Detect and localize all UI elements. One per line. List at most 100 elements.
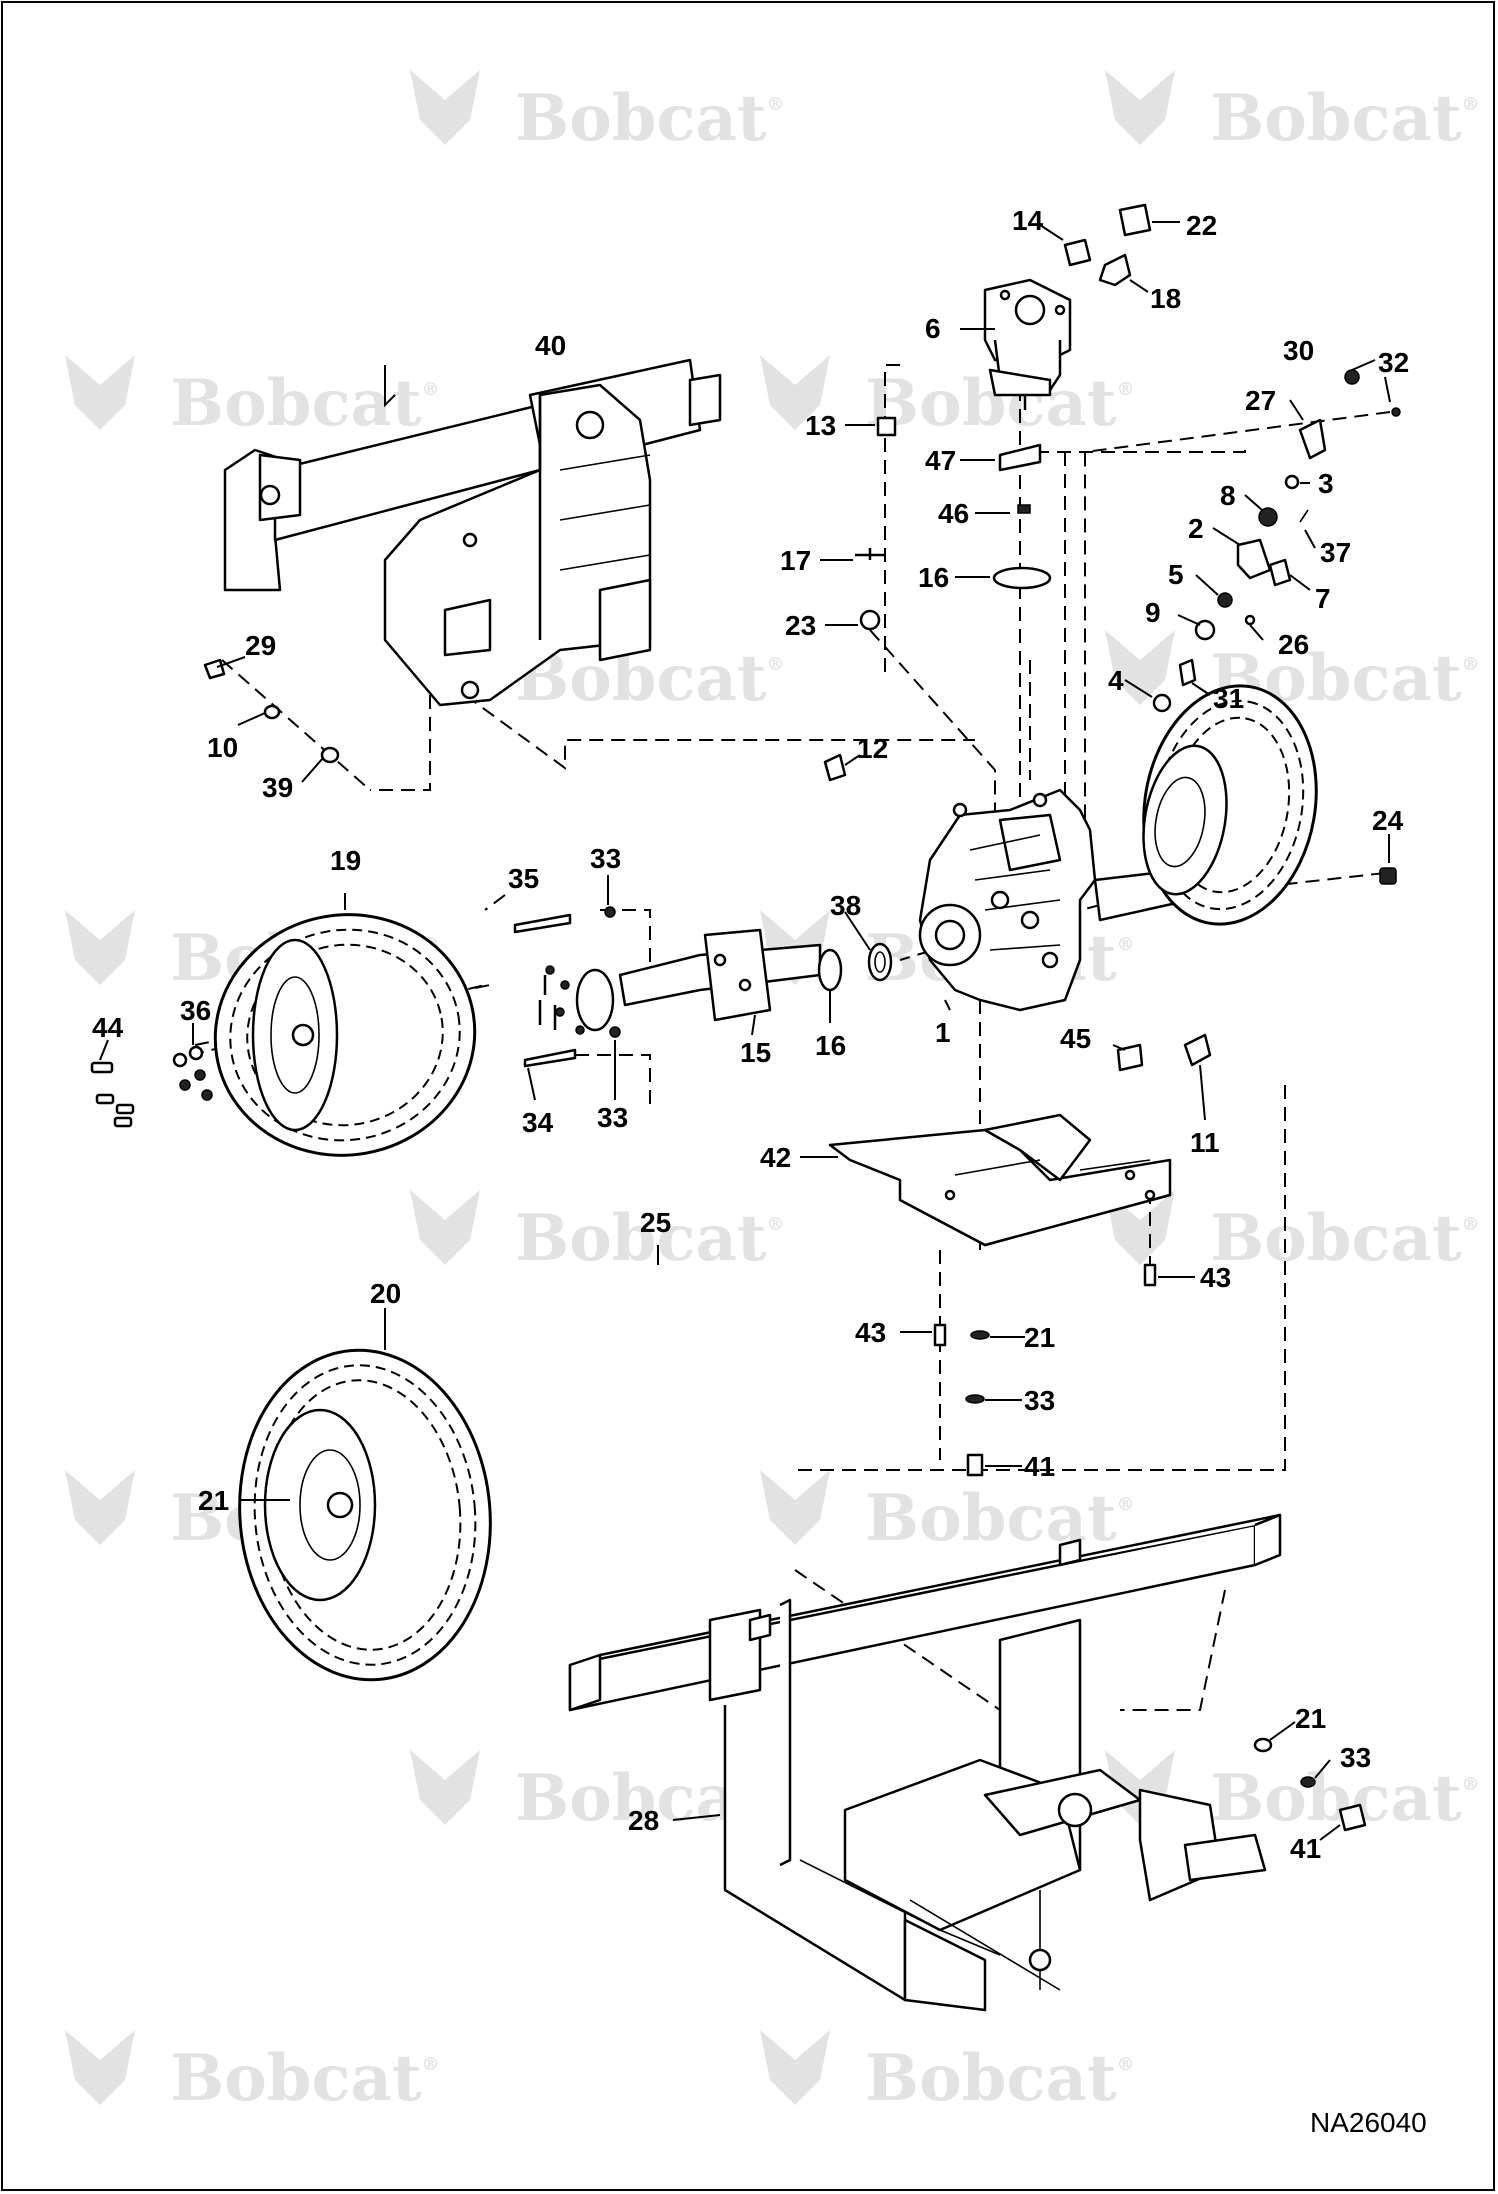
o-ring-16-icon — [817, 948, 843, 992]
registered-mark: ® — [767, 1214, 785, 1235]
washer-21-icon — [1253, 1737, 1273, 1753]
callout-12: 12 — [857, 733, 888, 764]
callout-18: 18 — [1150, 283, 1181, 314]
bobcat-logo-icon — [65, 910, 135, 985]
frame-hardware — [1253, 1737, 1367, 1832]
axle-bolts — [513, 906, 621, 1068]
registered-mark: ® — [1462, 1214, 1480, 1235]
bobcat-logo-icon — [410, 70, 480, 145]
lug-nut-36-icon — [188, 1045, 204, 1061]
ring-4-icon — [1152, 693, 1172, 713]
callout-17: 17 — [780, 545, 811, 576]
fitting-13-icon — [876, 416, 897, 437]
callout-3: 3 — [1318, 468, 1334, 499]
watermark-layer: Bobcat® Bobcat® Bobcat® Bobcat® Bobcat® … — [65, 70, 1480, 2116]
nut-33-icon — [609, 1026, 621, 1038]
pin-37-icon — [1299, 509, 1309, 523]
elbow-fitting-18-icon — [1098, 253, 1132, 287]
callout-19: 19 — [330, 845, 361, 876]
bobcat-logo-icon — [760, 1470, 830, 1545]
callout-29: 29 — [245, 630, 276, 661]
bracket-27-icon — [1298, 418, 1327, 460]
registered-mark: ® — [422, 379, 440, 400]
bolt-31-icon — [1178, 658, 1197, 687]
cap-24-icon — [1379, 867, 1397, 885]
callout-23: 23 — [785, 610, 816, 641]
bolt-35-icon — [513, 913, 572, 934]
watermark-text: Bobcat® — [1210, 1201, 1480, 1276]
pin-46-icon — [1017, 504, 1031, 514]
callout-10: 10 — [207, 732, 238, 763]
callout-39: 39 — [262, 772, 293, 803]
tee-fitting-17-icon — [855, 548, 885, 560]
nut-33-icon — [604, 906, 616, 918]
front-tire — [238, 1348, 492, 1682]
callout-33: 33 — [597, 1102, 628, 1133]
watermark-text: Bobcat® — [515, 1201, 785, 1276]
bobcat-logo-icon — [410, 1190, 480, 1265]
upper-frame-assembly — [223, 358, 722, 707]
callout-47: 47 — [925, 445, 956, 476]
callout-38: 38 — [830, 890, 861, 921]
callout-43: 43 — [1200, 1262, 1231, 1293]
pin-26-icon — [1244, 614, 1256, 626]
callout-15: 15 — [740, 1037, 771, 1068]
callout-22: 22 — [1186, 210, 1217, 241]
registered-mark: ® — [1462, 1774, 1480, 1795]
callout-9: 9 — [1145, 597, 1161, 628]
callout-21: 21 — [1024, 1322, 1055, 1353]
callout-26: 26 — [1278, 629, 1309, 660]
o-ring-16-icon — [992, 566, 1052, 590]
bolt-43-icon — [933, 1323, 947, 1347]
registered-mark: ® — [1117, 379, 1135, 400]
callout-36: 36 — [180, 995, 211, 1026]
callout-43: 43 — [855, 1317, 886, 1348]
callout-4: 4 — [1108, 665, 1124, 696]
callout-42: 42 — [760, 1142, 791, 1173]
washer-21-icon — [970, 1330, 990, 1340]
bolt-34-icon — [523, 1048, 577, 1068]
screw-32-icon — [1391, 407, 1401, 417]
callout-40: 40 — [535, 330, 566, 361]
callout-leaders — [99, 221, 1391, 1841]
callout-20: 20 — [370, 1278, 401, 1309]
bobcat-logo-icon — [760, 2030, 830, 2105]
skid-plate-hardware — [933, 1263, 1157, 1477]
callout-1: 1 — [935, 1017, 951, 1048]
stud-44-icon — [90, 1061, 114, 1074]
bolt-41-icon — [1338, 1803, 1367, 1832]
watermark-text: Bobcat® — [865, 2041, 1135, 2116]
bobcat-logo-icon — [1105, 630, 1175, 705]
callout-5: 5 — [1168, 559, 1184, 590]
callout-30: 30 — [1283, 335, 1314, 366]
registered-mark: ® — [422, 2054, 440, 2075]
bobcat-logo-icon — [1105, 70, 1175, 145]
registered-mark: ® — [767, 654, 785, 675]
callout-35: 35 — [508, 863, 539, 894]
callout-46: 46 — [938, 498, 969, 529]
callout-41: 41 — [1024, 1451, 1055, 1482]
callout-2: 2 — [1188, 513, 1204, 544]
callout-27: 27 — [1245, 385, 1276, 416]
gear-47-icon — [998, 443, 1042, 472]
washer-33-icon — [1300, 1776, 1316, 1788]
callout-41: 41 — [1290, 1833, 1321, 1864]
callout-31: 31 — [1213, 683, 1244, 714]
washer-39-icon — [320, 746, 340, 764]
control-linkage-parts — [1152, 369, 1401, 713]
registered-mark: ® — [1462, 654, 1480, 675]
callout-21: 21 — [198, 1485, 229, 1516]
callout-21: 21 — [1295, 1703, 1326, 1734]
hydraulic-motor — [983, 203, 1152, 410]
bolt-43-icon — [1143, 1263, 1157, 1287]
rear-frame — [568, 1513, 1282, 2012]
bobcat-logo-icon — [65, 2030, 135, 2105]
callout-33: 33 — [590, 843, 621, 874]
lug-hardware — [90, 1045, 213, 1128]
bobcat-logo-icon — [410, 1750, 480, 1825]
callout-16: 16 — [815, 1030, 846, 1061]
watermark-text: Bobcat® — [1210, 81, 1480, 156]
callout-7: 7 — [1315, 583, 1331, 614]
registered-mark: ® — [1117, 2054, 1135, 2075]
